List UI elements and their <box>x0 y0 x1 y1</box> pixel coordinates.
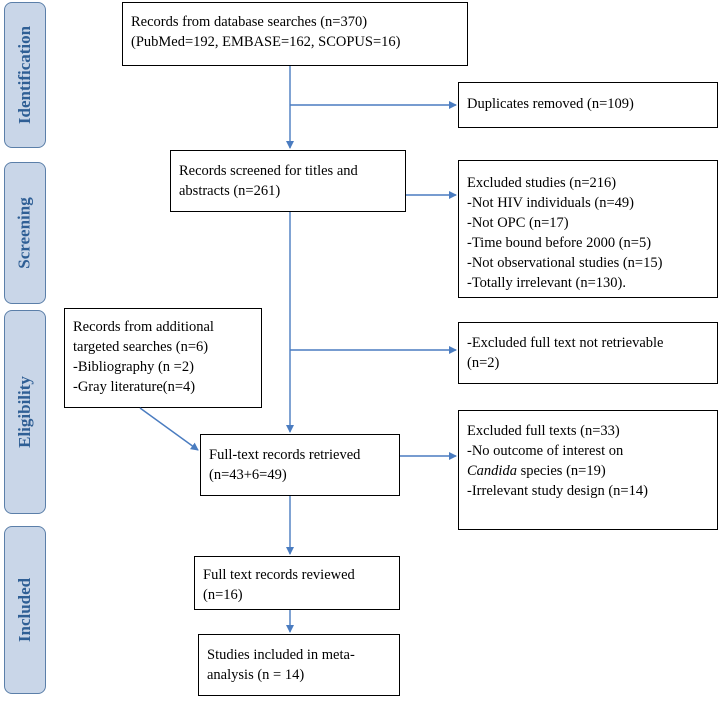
arrow-additional-to-retrieved <box>139 407 199 451</box>
excluded-studies-box: Excluded studies (n=216) -Not HIV indivi… <box>458 160 718 298</box>
candida-line: Candida species (n=19) <box>467 463 606 479</box>
studies-included-box: Studies included in meta- analysis (n = … <box>198 634 400 696</box>
stage-included: Included <box>4 526 46 694</box>
additional-searches-box: Records from additional targeted searche… <box>64 308 262 408</box>
stage-eligibility: Eligibility <box>4 310 46 514</box>
stage-identification: Identification <box>4 2 46 148</box>
duplicates-box: Duplicates removed (n=109) <box>458 82 718 128</box>
screened-box: Records screened for titles and abstract… <box>170 150 406 212</box>
excluded-fulltexts-box: Excluded full texts (n=33) -No outcome o… <box>458 410 718 530</box>
records-database-box: Records from database searches (n=370) (… <box>122 2 468 66</box>
not-retrievable-box: -Excluded full text not retrievable (n=2… <box>458 322 718 384</box>
stage-screening: Screening <box>4 162 46 304</box>
fulltext-reviewed-box: Full text records reviewed (n=16) <box>194 556 400 610</box>
fulltext-retrieved-box: Full-text records retrieved (n=43+6=49) <box>200 434 400 496</box>
